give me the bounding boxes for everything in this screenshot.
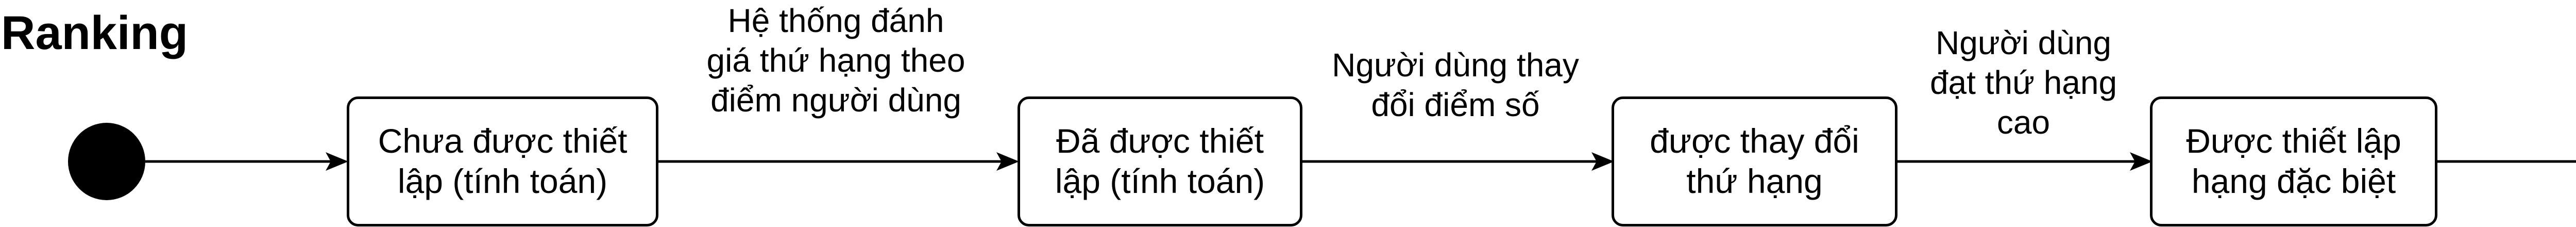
arrowhead-icon (996, 152, 1019, 171)
arrowhead-icon (2130, 152, 2153, 171)
diagram-title: Ranking (1, 7, 188, 59)
transition-label-s2-s3: Người dùng thay đổi điểm số (1306, 45, 1605, 125)
state-duoc-thay-doi-thu-hang: được thay đổi thứ hạng (1612, 96, 1897, 226)
arrowhead-icon (1591, 152, 1614, 171)
transition-label-s1-s2: Hệ thống đánh giá thứ hạng theo điểm ngư… (665, 1, 1007, 120)
transition-label-s3-s4: Người dùng đạt thứ hạng cao (1901, 23, 2146, 142)
state-da-duoc-thiet-lap: Đã được thiết lập (tính toán) (1018, 96, 1302, 226)
arrowhead-icon (326, 152, 348, 171)
state-label: Đã được thiết lập (tính toán) (1055, 122, 1265, 200)
state-label: được thay đổi thứ hạng (1650, 122, 1859, 200)
state-duoc-thiet-lap-hang-dac-biet: Được thiết lập hạng đặc biệt (2150, 96, 2437, 226)
state-label: Được thiết lập hạng đặc biệt (2186, 122, 2401, 200)
state-chua-duoc-thiet-lap: Chưa được thiết lập (tính toán) (347, 96, 658, 226)
state-label: Chưa được thiết lập (tính toán) (378, 122, 628, 200)
initial-node (68, 123, 145, 200)
